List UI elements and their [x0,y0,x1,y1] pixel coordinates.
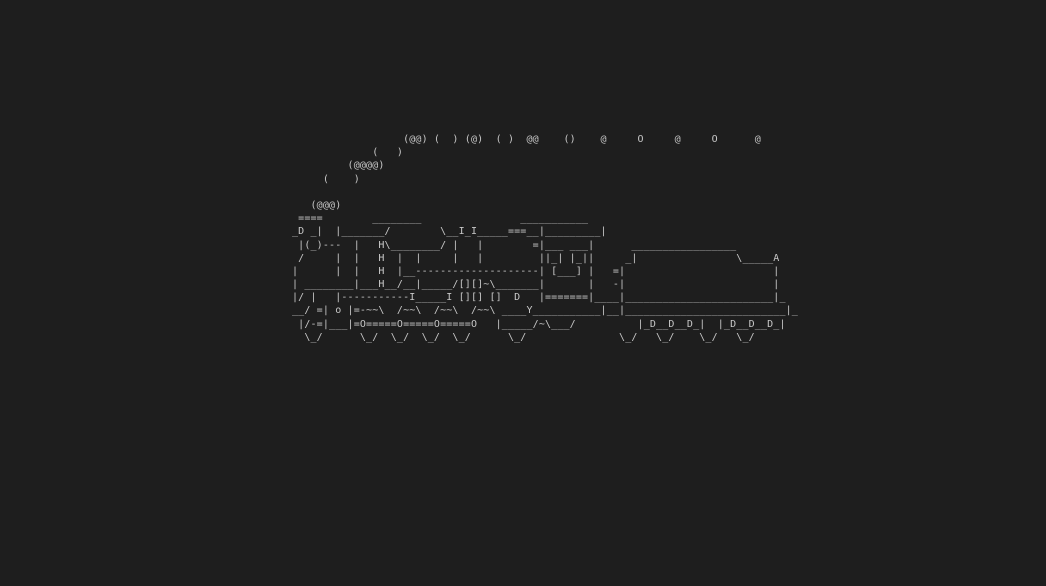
locomotive-line-1: ==== ________ ___________ [292,213,589,225]
locomotive-line-3: |(_)--- | H\________/ | | =|___ ___| ___… [292,239,737,251]
smoke-line-5 [292,186,798,199]
locomotive-line-5: | | | H |__--------------------| [___] |… [292,265,780,277]
locomotive-line-4: / | | H | | | | ||_| |_|| _| \_____A [292,252,780,264]
locomotive-line-6: | ________|___H__/__|_____/[][]~\_______… [292,279,780,291]
smoke-line-4: ( ) [292,173,360,185]
smoke-line-2: ( ) [292,147,404,159]
locomotive-line-2: _D _| |_______/ \__I_I_____===__|_______… [292,226,607,238]
sl-steam-locomotive-ascii-art: (@@) ( ) (@) ( ) @@ () @ O @ O @ ( ) (@@… [292,133,798,344]
locomotive-line-8: __/ =| o |=-~~\ /~~\ /~~\ /~~\ ____Y____… [292,305,798,317]
locomotive-wheels-line-2: \_/ \_/ \_/ \_/ \_/ \_/ \_/ \_/ \_/ \_/ [292,331,755,343]
smoke-line-3: (@@@@) [292,160,385,172]
locomotive-line-7: |/ | |-----------I_____I [][] [] D |====… [292,292,786,304]
smoke-line-6: (@@@) [292,199,342,211]
locomotive-wheels-line-1: |/-=|___|=O=====O=====O=====O |_____/~\_… [292,318,786,330]
smoke-line-1: (@@) ( ) (@) ( ) @@ () @ O @ O @ [292,134,761,145]
